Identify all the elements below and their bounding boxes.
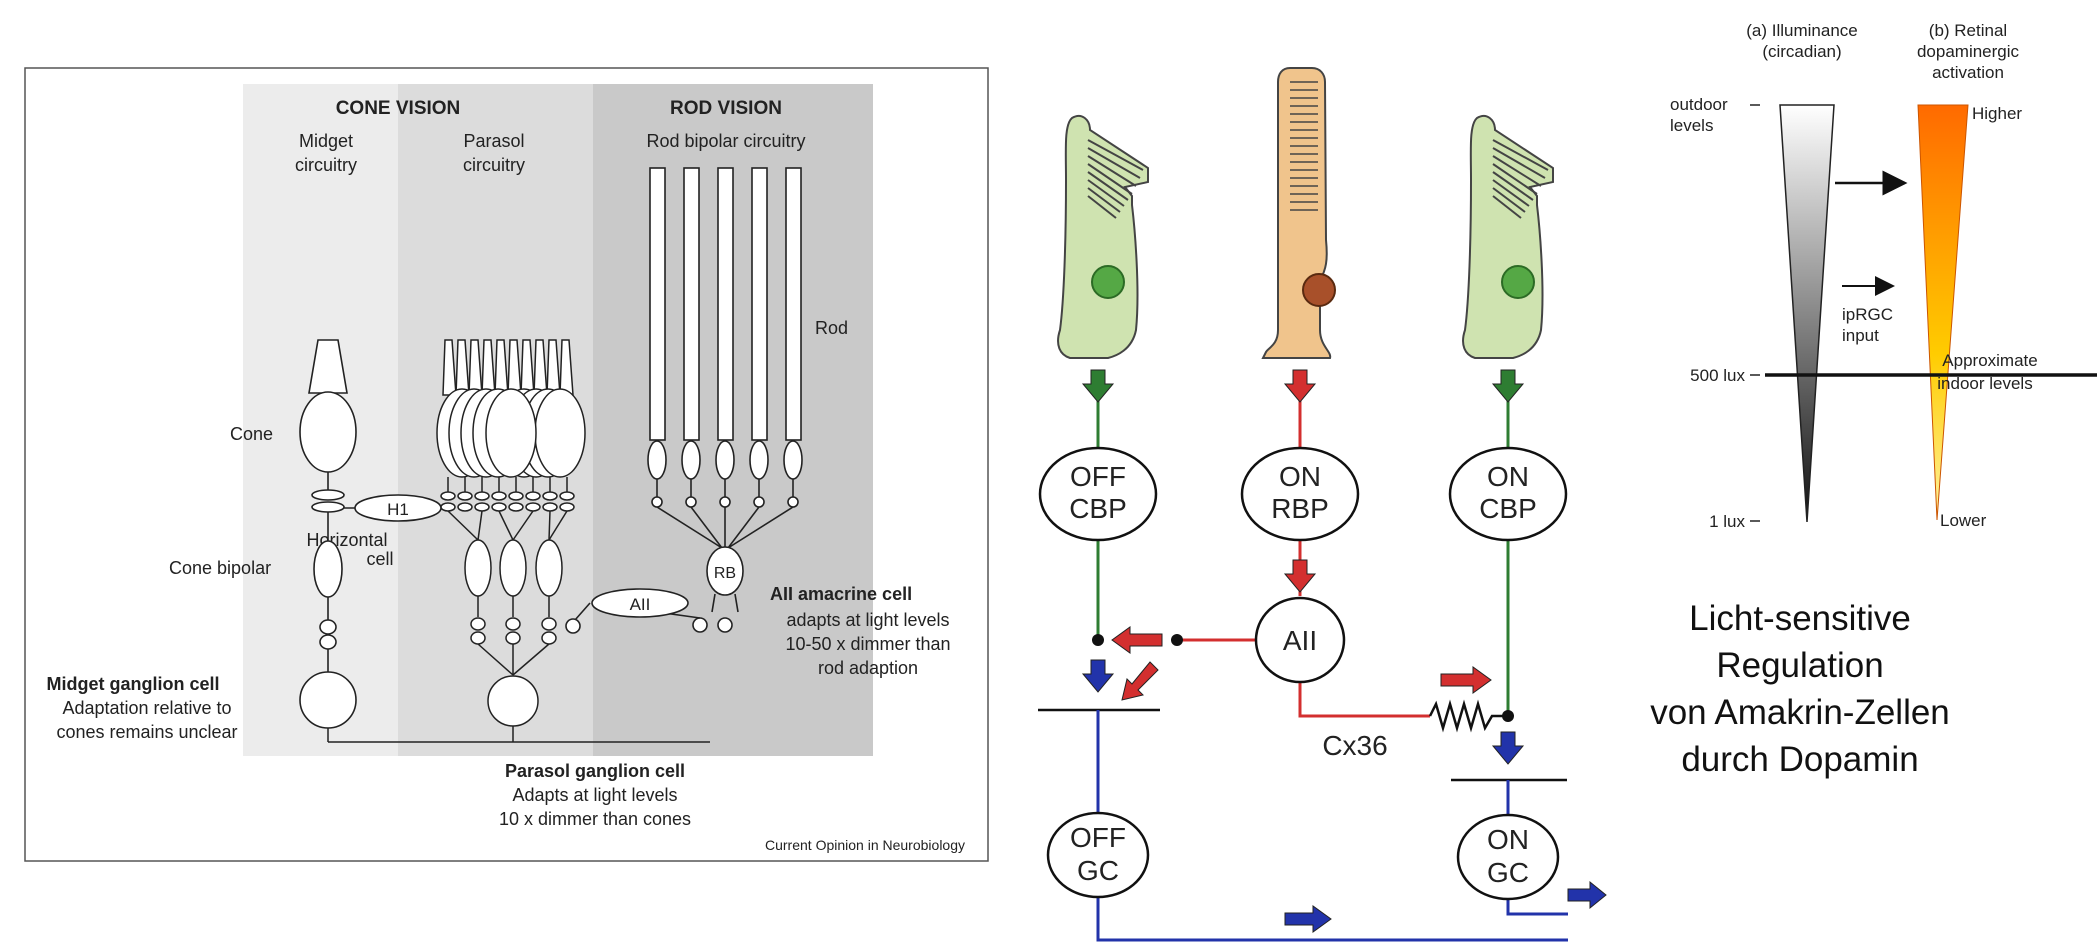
blue-arrow-output: [1567, 880, 1607, 910]
on-rbp-label-1: ON: [1279, 461, 1321, 492]
cone-bipolar-label: Cone bipolar: [169, 558, 271, 578]
parasol-circuitry-label-1: Parasol: [463, 131, 524, 151]
retina-circuitry-panel: CONE VISION ROD VISION Midget circuitry …: [24, 67, 989, 862]
green-arrow-on: [1491, 369, 1525, 403]
horizontal-cell-label-2: cell: [366, 549, 393, 569]
off-gc-label-2: GC: [1077, 855, 1119, 886]
parasol-gc-title: Parasol ganglion cell: [505, 761, 685, 781]
aii-desc-1: adapts at light levels: [786, 610, 949, 630]
off-cone-photoreceptor: [1057, 114, 1149, 359]
on-cbp-label-1: ON: [1487, 461, 1529, 492]
b-label-2: dopaminergic: [1917, 42, 2020, 61]
aii-node: AII: [1254, 596, 1346, 684]
rod-vision-heading: ROD VISION: [670, 98, 782, 119]
h1-label: H1: [387, 500, 409, 519]
on-cbp-label-2: CBP: [1479, 493, 1537, 524]
lux1-label: 1 lux: [1709, 512, 1745, 531]
illuminance-wedge: [1779, 104, 1835, 523]
rb-label: RB: [714, 565, 736, 582]
source-credit: Current Opinion in Neurobiology: [765, 837, 965, 853]
parasol-cone-cluster: [436, 339, 586, 727]
parasol-gc-desc-2: 10 x dimmer than cones: [499, 809, 691, 829]
parasol-gc-desc-1: Adapts at light levels: [512, 785, 677, 805]
red-arrow-left: [1111, 626, 1163, 654]
caption-line-4: durch Dopamin: [1681, 740, 1919, 779]
rod-label: Rod: [815, 318, 848, 338]
blue-arrow-bottom: [1284, 905, 1332, 933]
rod-bipolar-circuitry-label: Rod bipolar circuitry: [646, 131, 805, 151]
on-cone-photoreceptor: [1462, 114, 1554, 359]
off-cbp-label-2: CBP: [1069, 493, 1127, 524]
midget-circuitry-label-2: circuitry: [295, 155, 357, 175]
cone-vision-heading: CONE VISION: [336, 98, 461, 119]
on-rbp-node: ON RBP: [1240, 446, 1360, 542]
approx-label-2: indoor levels: [1937, 374, 2032, 393]
midget-cone-cell: [299, 339, 357, 729]
a-label-2: (circadian): [1762, 42, 1841, 61]
midget-gc-desc-1: Adaptation relative to: [62, 698, 231, 718]
cone-label: Cone: [230, 424, 273, 444]
aii-desc-3: rod adaption: [818, 658, 918, 678]
on-cbp-node: ON CBP: [1448, 446, 1568, 542]
b-label-3: activation: [1932, 63, 2004, 82]
lower-label: Lower: [1940, 511, 1987, 530]
outdoor-label-1: outdoor: [1670, 95, 1728, 114]
a-label-1: (a) Illuminance: [1746, 21, 1858, 40]
midget-circuitry-label-1: Midget: [299, 131, 353, 151]
aii-desc-2: 10-50 x dimmer than: [785, 634, 950, 654]
off-cbp-label-1: OFF: [1070, 461, 1126, 492]
aii-amacrine-title: AII amacrine cell: [770, 584, 912, 604]
caption-line-1: Licht-sensitive: [1689, 599, 1911, 638]
iprgc-label-1: ipRGC: [1842, 305, 1893, 324]
b-label-1: (b) Retinal: [1929, 21, 2007, 40]
iprgc-label-2: input: [1842, 326, 1879, 345]
red-arrow-diagonal: [1121, 661, 1159, 701]
outdoor-label-2: levels: [1670, 116, 1713, 135]
caption-line-2: Regulation: [1716, 646, 1884, 685]
pathway-diagram-panel: OFF CBP ON RBP ON CBP AII OFF GC ON GC C…: [1038, 67, 1607, 942]
blue-arrow-on-gc: [1491, 731, 1525, 765]
on-rbp-label-2: RBP: [1271, 493, 1329, 524]
gap-junction-resistor: [1428, 699, 1508, 733]
green-arrow-off: [1081, 369, 1115, 403]
on-gc-label-2: GC: [1487, 857, 1529, 888]
red-arrow-rbp-aii: [1283, 559, 1317, 593]
rod-photoreceptor: [1261, 67, 1336, 359]
caption-line-3: von Amakrin-Zellen: [1650, 693, 1950, 732]
midget-gc-title: Midget ganglion cell: [46, 674, 219, 694]
on-gc-node: ON GC: [1456, 813, 1560, 901]
caption-text: Licht-sensitive Regulation von Amakrin-Z…: [1600, 595, 2000, 783]
off-cbp-node: OFF CBP: [1038, 446, 1158, 542]
red-arrow-rod: [1283, 369, 1317, 403]
off-gc-node: OFF GC: [1046, 811, 1150, 899]
red-arrow-right: [1440, 666, 1492, 694]
illuminance-panel: (a) Illuminance (circadian) (b) Retinal …: [1670, 21, 2097, 531]
aii-left-label: AII: [630, 595, 651, 614]
midget-gc-desc-2: cones remains unclear: [56, 722, 237, 742]
dopamine-wedge: [1917, 104, 1969, 521]
lux500-label: 500 lux: [1690, 366, 1745, 385]
aii-middle-label: AII: [1283, 625, 1317, 656]
approx-label-1: Approximate: [1942, 351, 2037, 370]
off-gc-label-1: OFF: [1070, 822, 1126, 853]
parasol-circuitry-label-2: circuitry: [463, 155, 525, 175]
higher-label: Higher: [1972, 104, 2022, 123]
rod-cells: [565, 167, 803, 634]
on-gc-label-1: ON: [1487, 824, 1529, 855]
blue-arrow-off-gc: [1081, 659, 1115, 693]
cx36-label: Cx36: [1322, 730, 1387, 761]
